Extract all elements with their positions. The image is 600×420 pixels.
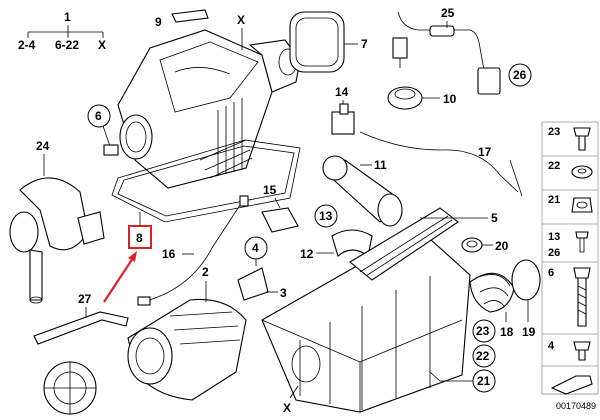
callout-23: 23 <box>476 324 490 338</box>
callout-3: 3 <box>280 286 287 300</box>
hose-27 <box>33 311 129 345</box>
tree-top-label: 1 <box>64 10 71 24</box>
callout-10: 10 <box>443 92 457 106</box>
tree-child-1: 2-4 <box>18 38 36 52</box>
highlight-arrow <box>103 251 137 303</box>
tree-lines <box>27 25 104 38</box>
callout-x-bottom: X <box>283 401 291 415</box>
bracket-3 <box>237 267 269 301</box>
callout-26: 26 <box>513 68 527 82</box>
cap-10 <box>387 86 423 110</box>
callout-25: 25 <box>441 6 455 20</box>
hose-17 <box>359 131 519 193</box>
callout-2: 2 <box>202 265 209 279</box>
intake-pipe-24 <box>9 177 105 304</box>
callout-19: 19 <box>522 325 536 339</box>
tree-child-2: 6-22 <box>55 38 79 52</box>
callout-27: 27 <box>78 292 92 306</box>
bracket-15 <box>261 207 299 233</box>
callout-9: 9 <box>155 15 162 29</box>
callout-x-top: X <box>237 13 245 27</box>
callout-15: 15 <box>263 183 277 197</box>
callout-4: 4 <box>252 241 259 255</box>
panel-4: 4 <box>548 340 555 352</box>
bellows-18 <box>469 272 515 313</box>
panel-26: 26 <box>548 247 560 259</box>
tree-child-3: X <box>98 38 106 52</box>
callout-5: 5 <box>491 211 498 225</box>
wire-16 <box>141 199 247 303</box>
lower-airbox-housing <box>261 207 471 413</box>
seal-ring-7 <box>289 11 345 73</box>
callout-8-highlight: 8 <box>136 231 143 245</box>
resonator-11 <box>322 155 403 227</box>
callout-13: 13 <box>319 209 333 223</box>
callout-14: 14 <box>335 85 349 99</box>
panel-22: 22 <box>548 160 560 172</box>
grommet-20 <box>461 237 483 253</box>
valve-14 <box>331 111 355 135</box>
seal-9 <box>171 9 209 23</box>
callout-6: 6 <box>95 109 102 123</box>
clip-6 <box>103 144 119 156</box>
upper-airbox-housing <box>111 29 301 223</box>
callout-21: 21 <box>477 374 491 388</box>
callout-7: 7 <box>361 37 368 51</box>
air-filter-2 <box>127 298 247 401</box>
panel-6: 6 <box>548 267 554 279</box>
parts-tree: 1 2-4 6-22 X <box>18 10 106 52</box>
sensor-harness-25 <box>392 11 501 95</box>
callout-24: 24 <box>36 139 50 153</box>
callout-22: 22 <box>476 349 490 363</box>
side-parts-panel: 23 22 21 13 26 6 4 <box>541 121 599 395</box>
callout-26-circle <box>508 63 532 87</box>
drawing-number: 00170489 <box>556 401 596 411</box>
callout-12: 12 <box>300 247 314 261</box>
callout-16: 16 <box>162 247 176 261</box>
panel-13: 13 <box>548 231 560 243</box>
callout-20: 20 <box>495 239 509 253</box>
cap-19 <box>511 259 541 301</box>
callout-18: 18 <box>500 325 514 339</box>
callout-17: 17 <box>478 145 492 159</box>
callout-11: 11 <box>374 158 387 172</box>
throttle-body <box>43 361 97 415</box>
panel-21: 21 <box>548 194 560 206</box>
panel-23: 23 <box>548 126 560 138</box>
